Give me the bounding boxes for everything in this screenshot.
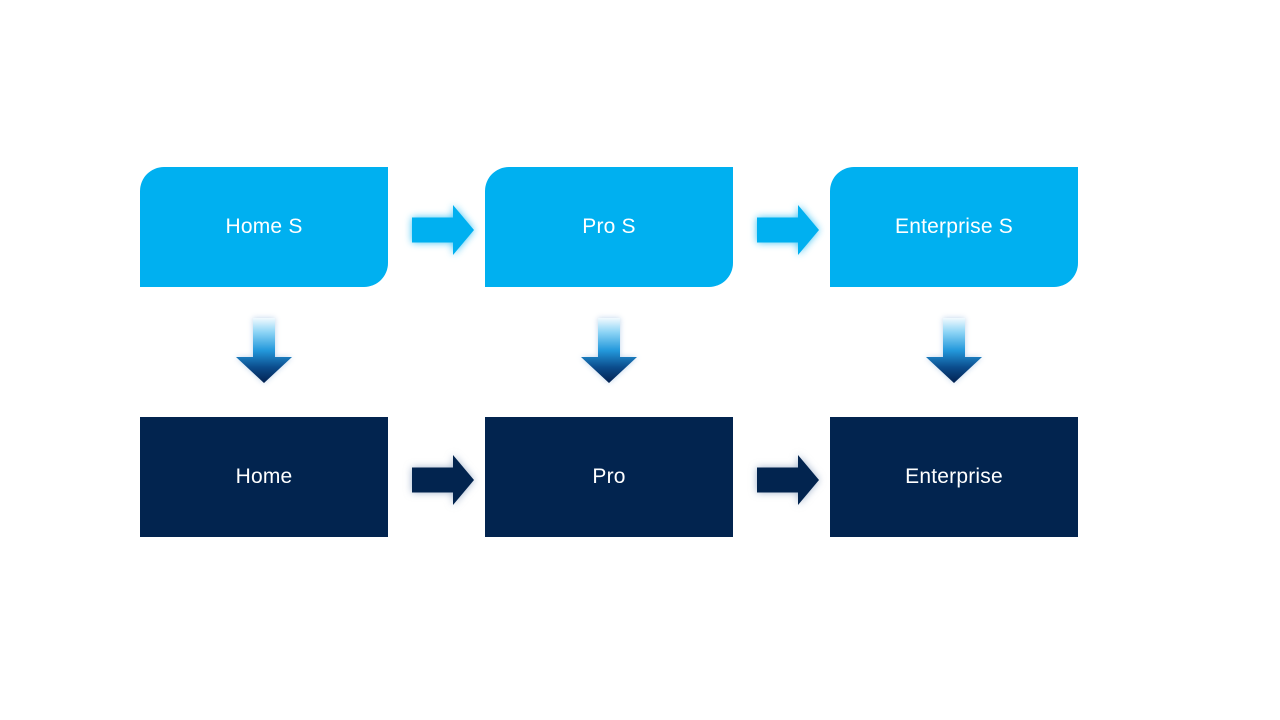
node-label: Home — [235, 465, 293, 488]
node-label: Enterprise S — [895, 215, 1013, 238]
node-enterprise-s: Enterprise S — [830, 167, 1078, 287]
down-arrow-icon — [236, 318, 292, 383]
right-arrow-icon — [412, 455, 474, 505]
node-home-s: Home S — [140, 167, 388, 287]
node-pro-s: Pro S — [485, 167, 733, 287]
node-home: Home — [140, 417, 388, 537]
node-label: Pro S — [582, 215, 636, 238]
down-arrow-icon — [581, 318, 637, 383]
node-enterprise: Enterprise — [830, 417, 1078, 537]
right-arrow-icon — [757, 205, 819, 255]
down-arrow-icon — [926, 318, 982, 383]
node-label: Pro — [592, 465, 626, 488]
right-arrow-icon — [757, 455, 819, 505]
right-arrow-icon — [412, 205, 474, 255]
node-label: Enterprise — [905, 465, 1003, 488]
node-pro: Pro — [485, 417, 733, 537]
node-label: Home S — [225, 215, 303, 238]
